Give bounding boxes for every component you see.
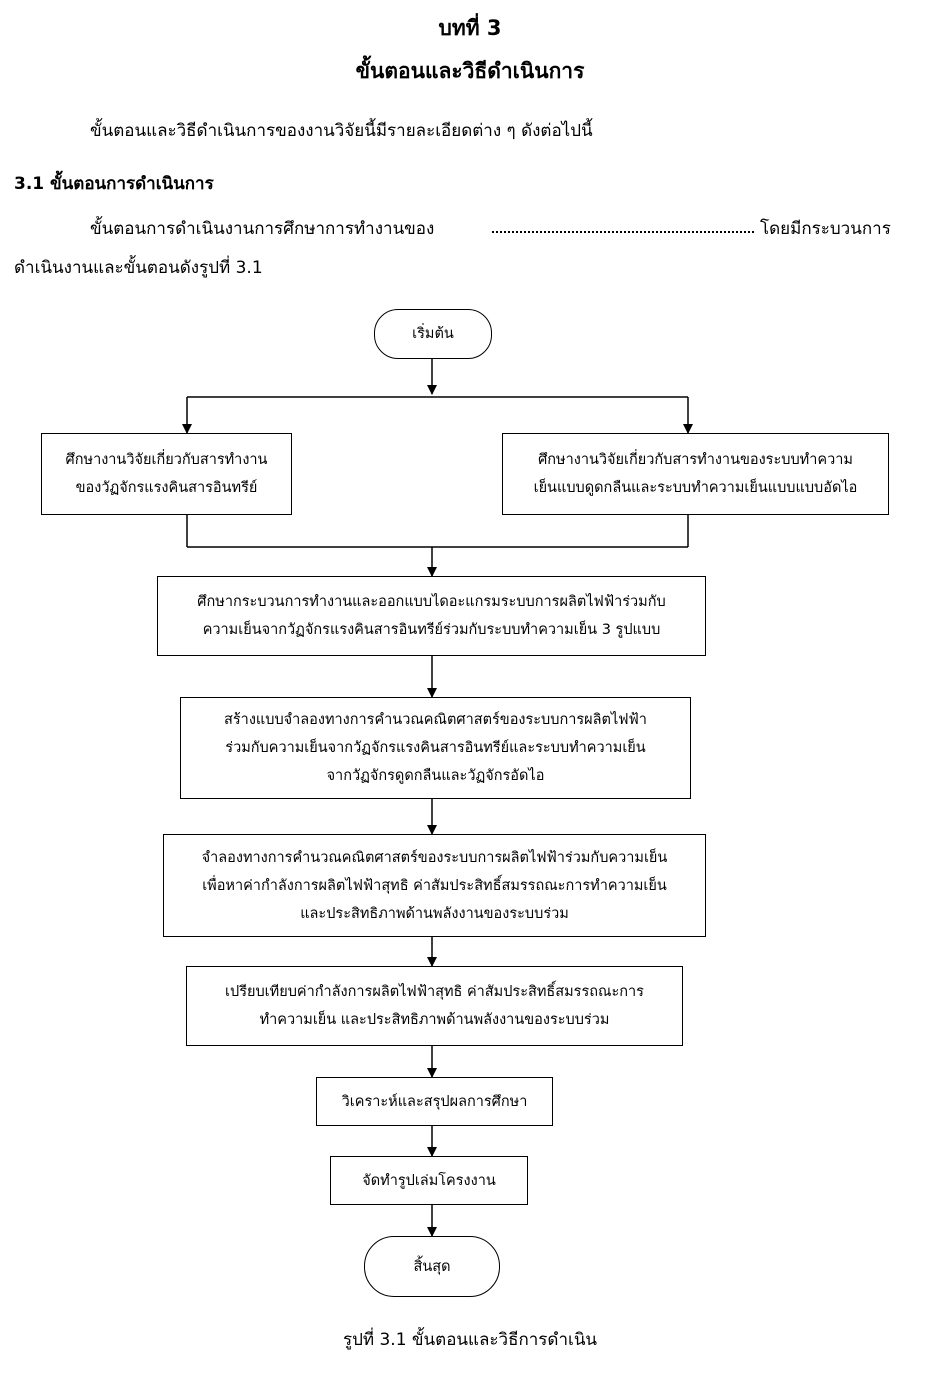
step1-box: ศึกษากระบวนการทำงานและออกแบบไดอะแกรมระบบ… bbox=[157, 576, 706, 656]
step5-label: วิเคราะห์และสรุปผลการศึกษา bbox=[341, 1093, 528, 1110]
section-heading: 3.1 ขั้นตอนการดำเนินการ bbox=[14, 174, 214, 194]
figure-caption: รูปที่ 3.1 ขั้นตอนและวิธีการดำเนิน bbox=[342, 1330, 598, 1350]
left-branch-box: ศึกษางานวิจัยเกี่ยวกับสารทำงาน ของวัฏจัก… bbox=[41, 433, 292, 515]
start-terminal: เริ่มต้น bbox=[374, 309, 492, 359]
step2-box: สร้างแบบจำลองทางการคำนวณคณิตศาสตร์ของระบ… bbox=[180, 697, 691, 799]
end-label: สิ้นสุด bbox=[413, 1258, 451, 1275]
step4-line-2: ทำความเย็น และประสิทธิภาพด้านพลังงานของร… bbox=[259, 1012, 610, 1028]
left-branch-line-2: ของวัฏจักรแรงคินสารอินทรีย์ bbox=[75, 480, 258, 496]
start-label: เริ่มต้น bbox=[412, 326, 454, 342]
step4-box: เปรียบเทียบค่ากำลังการผลิตไฟฟ้าสุทธิ ค่า… bbox=[186, 966, 683, 1046]
blank-fill-dots bbox=[492, 231, 754, 233]
step2-line-2: ร่วมกับความเย็นจากวัฏจักรแรงคินสารอินทรี… bbox=[225, 740, 646, 756]
paragraph-end: โดยมีกระบวนการ bbox=[760, 219, 891, 239]
end-terminal: สิ้นสุด bbox=[364, 1236, 500, 1297]
paragraph-line2: ดำเนินงานและขั้นตอนดังรูปที่ 3.1 bbox=[14, 258, 263, 278]
paragraph-start: ขั้นตอนการดำเนินงานการศึกษาการทำงานของ bbox=[90, 219, 435, 239]
chapter-number: บทที่ 3 bbox=[438, 16, 502, 40]
step6-label: จัดทำรูปเล่มโครงงาน bbox=[362, 1172, 496, 1189]
step2-line-1: สร้างแบบจำลองทางการคำนวณคณิตศาสตร์ของระบ… bbox=[224, 712, 647, 728]
right-branch-line-1: ศึกษางานวิจัยเกี่ยวกับสารทำงานของระบบทำค… bbox=[538, 452, 853, 468]
step5-box: วิเคราะห์และสรุปผลการศึกษา bbox=[316, 1077, 553, 1126]
step1-line-2: ความเย็นจากวัฏจักรแรงคินสารอินทรีย์ร่วมก… bbox=[202, 622, 661, 638]
left-branch-line-1: ศึกษางานวิจัยเกี่ยวกับสารทำงาน bbox=[65, 452, 268, 468]
step1-line-1: ศึกษากระบวนการทำงานและออกแบบไดอะแกรมระบบ… bbox=[197, 594, 666, 610]
chapter-title: ขั้นตอนและวิธีดำเนินการ bbox=[355, 59, 585, 83]
intro-paragraph: ขั้นตอนและวิธีดำเนินการของงานวิจัยนี้มีร… bbox=[90, 121, 593, 141]
step6-box: จัดทำรูปเล่มโครงงาน bbox=[330, 1156, 528, 1205]
step4-line-1: เปรียบเทียบค่ากำลังการผลิตไฟฟ้าสุทธิ ค่า… bbox=[225, 984, 644, 1000]
right-branch-box: ศึกษางานวิจัยเกี่ยวกับสารทำงานของระบบทำค… bbox=[502, 433, 889, 515]
right-branch-line-2: เย็นแบบดูดกลืนและระบบทำความเย็นแบบแบบอัด… bbox=[533, 480, 858, 496]
step3-box: จำลองทางการคำนวณคณิตศาสตร์ของระบบการผลิต… bbox=[163, 834, 706, 937]
step3-line-1: จำลองทางการคำนวณคณิตศาสตร์ของระบบการผลิต… bbox=[201, 849, 668, 866]
step2-line-3: จากวัฏจักรดูดกลืนและวัฏจักรอัดไอ bbox=[326, 768, 545, 784]
step3-line-2: เพื่อหาค่ากำลังการผลิตไฟฟ้าสุทธิ ค่าสัมป… bbox=[202, 877, 667, 894]
step3-line-3: และประสิทธิภาพด้านพลังงานของระบบร่วม bbox=[300, 905, 569, 922]
